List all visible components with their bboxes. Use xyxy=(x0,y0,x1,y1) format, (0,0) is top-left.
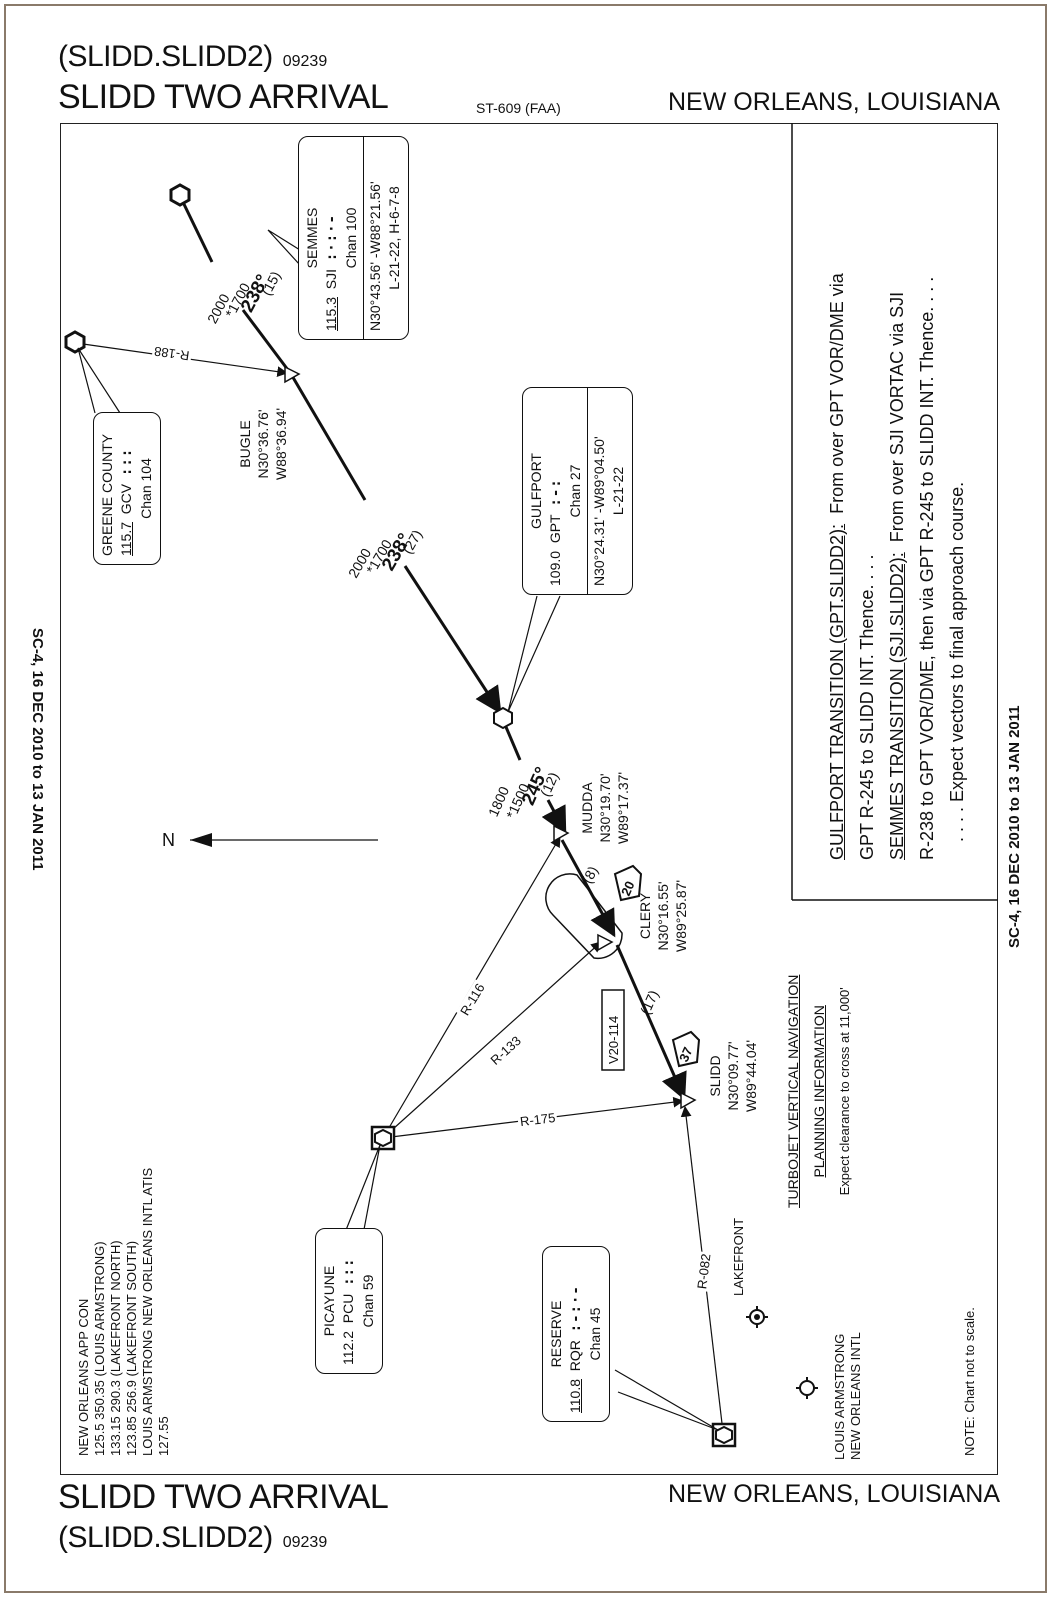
vortac-greene-county-icon xyxy=(64,330,86,354)
footer-amendment: 09239 xyxy=(282,1534,328,1551)
fix-label-mudda: MUDDA N30°19.70' W89°17.37' xyxy=(579,771,631,844)
sji-transition-line1: SEMMES TRANSITION (SJI.SLIDD2): From ove… xyxy=(887,291,907,860)
gpt-transition-line2: GPT R-245 to SLIDD INT. Thence. . . . xyxy=(857,554,877,860)
footer-procedure-name: SLIDD TWO ARRIVAL xyxy=(58,1478,389,1516)
navaid-box-gulfport: GULFPORT 109.0 GPT :-: Chan 27 N30°24.31… xyxy=(522,387,633,595)
chart-area xyxy=(60,123,998,1475)
airport-label-lakefront: LAKEFRONT xyxy=(731,1217,746,1296)
airport-label-msy: LOUIS ARMSTRONG NEW ORLEANS INTL xyxy=(832,1332,863,1460)
footer-computer-code: (SLIDD.SLIDD2)09239 xyxy=(58,1521,328,1554)
callout-leader-semmes xyxy=(267,229,301,266)
callout-leader-pcu xyxy=(341,1144,381,1241)
vortac-semmes-icon xyxy=(169,183,191,207)
header-computer-code: (SLIDD.SLIDD2)09239 xyxy=(58,40,328,73)
navaid-box-reserve: RESERVE 110.8 RQR :-:·- Chan 45 xyxy=(542,1246,610,1422)
fix-slidd-icon xyxy=(680,1091,697,1110)
callout-leader-gcv xyxy=(77,347,121,414)
route-bugle-gpt xyxy=(289,373,502,715)
navaid-box-semmes: SEMMES 115.3 SJI :·:·- Chan 100 N30°43.5… xyxy=(298,136,409,340)
arrival-line: . . . . Expect vectors to final approach… xyxy=(947,481,967,842)
airway-label: V20-114 xyxy=(606,1015,621,1064)
segment-label-gpt-mudda: 1800 *1500 245° (12) xyxy=(484,752,564,822)
north-label: N xyxy=(162,830,175,850)
procedure-text: GULFPORT TRANSITION (GPT.SLIDD2): From o… xyxy=(822,273,972,860)
vordme-reserve-icon xyxy=(711,1422,737,1448)
vordme-gulfport-icon xyxy=(493,706,513,730)
header-chart-id: ST-609 (FAA) xyxy=(476,100,561,116)
fix-label-clery: CLERY N30°16.55' W89°25.87' xyxy=(637,879,689,952)
route-gpt-mudda xyxy=(504,726,567,835)
communications-block: NEW ORLEANS APP CON 125.5 350.35 (LOUIS … xyxy=(76,1167,171,1456)
segment-label-bugle-gpt: 2000 *1700 238° (27) xyxy=(340,510,425,581)
route-mudda-slidd xyxy=(560,839,687,1101)
segment-label-sji-bugle: 2000 *1700 238° (15) xyxy=(197,262,284,326)
note-text: NOTE: Chart not to scale. xyxy=(962,1307,977,1456)
callout-leader-rqr xyxy=(614,1369,719,1431)
lakefront-airport-icon xyxy=(746,1306,768,1328)
fix-bugle-icon xyxy=(284,365,301,384)
fix-clery-icon xyxy=(597,933,614,952)
callout-leader-gpt xyxy=(507,595,561,713)
fix-mudda-icon xyxy=(553,824,570,843)
dme-box-slidd xyxy=(671,1030,701,1068)
footer-location: NEW ORLEANS, LOUISIANA xyxy=(668,1480,1001,1508)
airway-box xyxy=(601,989,625,1071)
fix-label-slidd: SLIDD N30°09.77' W89°44.04' xyxy=(707,1039,759,1112)
gpt-transition-line1: GULFPORT TRANSITION (GPT.SLIDD2): From o… xyxy=(827,273,847,860)
navaid-box-picayune: PICAYUNE 112.2 PCU ::: Chan 59 xyxy=(315,1228,383,1374)
header-location: NEW ORLEANS, LOUISIANA xyxy=(668,88,1001,116)
header-procedure-name: SLIDD TWO ARRIVAL xyxy=(58,78,389,116)
sji-transition-line2: R-238 to GPT VOR/DME, then via GPT R-245… xyxy=(917,276,937,860)
north-arrow-icon xyxy=(190,833,212,847)
holding-pattern-clery xyxy=(545,873,623,960)
radial-pcu-clery-line xyxy=(382,941,602,1139)
route-sji-bugle xyxy=(179,197,293,375)
vordme-picayune-icon xyxy=(370,1125,396,1151)
dme-box-clery xyxy=(613,864,643,902)
msy-airport-icon xyxy=(796,1377,818,1399)
header-amendment: 09239 xyxy=(282,53,328,70)
navaid-box-greene-county: GREENE COUNTY 115.7 GCV ::: Chan 104 xyxy=(93,412,161,565)
fix-label-bugle: BUGLE N30°36.76' W88°36.94' xyxy=(237,407,289,480)
planning-block: TURBOJET VERTICAL NAVIGATION PLANNING IN… xyxy=(785,974,852,1208)
page-border xyxy=(4,4,1047,1593)
effective-dates-right: SC-4, 16 DEC 2010 to 13 JAN 2011 xyxy=(1006,705,1023,948)
